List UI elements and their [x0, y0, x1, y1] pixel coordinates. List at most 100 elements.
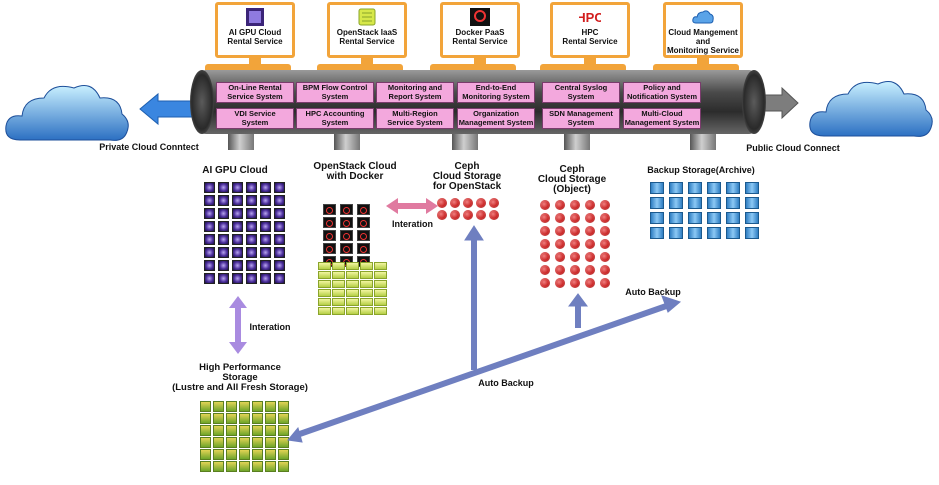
- ceph-disk-icon: [555, 265, 565, 275]
- lustre-storage-icon: [252, 401, 263, 412]
- ceph-disk-icon: [540, 200, 550, 210]
- gpu-node-icon: [260, 195, 271, 206]
- ceph-disk-icon: [570, 278, 580, 288]
- lustre-storage-icon: [213, 437, 224, 448]
- openstack-node-icon: [374, 271, 387, 279]
- openstack-node-icon: [360, 271, 373, 279]
- openstack-node-icon: [360, 289, 373, 297]
- ceph-disk-icon: [585, 278, 595, 288]
- service-stand: [361, 58, 373, 66]
- gpu-node-icon: [218, 208, 229, 219]
- docker-node-icon: [323, 204, 336, 215]
- ceph-disk-icon: [600, 239, 610, 249]
- gpu-node-icon: [232, 234, 243, 245]
- backup-server-icon: [688, 182, 702, 194]
- svg-text:HPC: HPC: [579, 10, 601, 25]
- service-card-1: AI GPU Cloud Rental Service: [215, 2, 295, 58]
- backup-server-icon: [745, 227, 759, 239]
- openstack-node-icon: [332, 298, 345, 306]
- pipeline-left-cap: [190, 70, 214, 134]
- backup-server-icon: [669, 182, 683, 194]
- service-bar: [317, 64, 403, 74]
- ceph-disk-icon: [585, 252, 595, 262]
- backup-server-icon: [669, 227, 683, 239]
- system-box: Monitoring and Report System: [376, 82, 454, 103]
- lustre-storage-icon: [239, 401, 250, 412]
- ceph-disk-icon: [600, 252, 610, 262]
- gpu-node-icon: [246, 260, 257, 271]
- system-box: Policy and Notification System: [623, 82, 701, 103]
- backup-server-icon: [707, 227, 721, 239]
- service-stand: [697, 58, 709, 66]
- gpu-node-icon: [232, 260, 243, 271]
- lustre-storage-icon: [200, 449, 211, 460]
- gpu-node-icon: [260, 247, 271, 258]
- gpu-node-icon: [274, 260, 285, 271]
- system-box: Multi-Region Service System: [376, 108, 454, 129]
- pipeline-leg: [452, 134, 478, 150]
- gpu-node-icon: [232, 208, 243, 219]
- ceph-disk-icon: [585, 200, 595, 210]
- lustre-storage-icon: [226, 461, 237, 472]
- ceph-disk-icon: [555, 239, 565, 249]
- openstack-node-icon: [346, 298, 359, 306]
- backup-server-icon: [688, 227, 702, 239]
- openstack-node-icon: [318, 271, 331, 279]
- hps-storage-grid: [200, 401, 290, 472]
- backup-server-icon: [650, 212, 664, 224]
- openstack-node-icon: [374, 289, 387, 297]
- docker-node-icon: [357, 243, 370, 254]
- docker-node-icon: [357, 217, 370, 228]
- service-stand: [249, 58, 261, 66]
- hps-title: High Performance Storage (Lustre and All…: [172, 362, 308, 393]
- ceph-disk-icon: [555, 200, 565, 210]
- openstack-node-icon: [360, 298, 373, 306]
- openstack-node-grid: [318, 262, 387, 315]
- ceph-disk-icon: [570, 226, 580, 236]
- lustre-storage-icon: [200, 425, 211, 436]
- ai-gpu-grid: [204, 182, 286, 284]
- lustre-storage-icon: [239, 413, 250, 424]
- lustre-storage-icon: [265, 437, 276, 448]
- pipeline-leg: [334, 134, 360, 150]
- gpu-node-icon: [274, 208, 285, 219]
- docker-node-icon: [340, 204, 353, 215]
- system-box: End-to-End Monitoring System: [457, 82, 535, 103]
- public-cloud-icon: [809, 81, 933, 137]
- ceph-disk-icon: [585, 239, 595, 249]
- ceph-disk-icon: [570, 200, 580, 210]
- docker-node-icon: [340, 230, 353, 241]
- system-box: Central Syslog System: [542, 82, 620, 103]
- openstack-node-icon: [318, 307, 331, 315]
- openstack-node-icon: [332, 262, 345, 270]
- ceph-object-grid: [540, 200, 612, 288]
- gpu-node-icon: [218, 182, 229, 193]
- backup-server-icon: [707, 182, 721, 194]
- openstack-node-icon: [346, 280, 359, 288]
- ceph-disk-icon: [570, 265, 580, 275]
- lustre-storage-icon: [265, 449, 276, 460]
- interation-label-2: Interation: [391, 219, 433, 229]
- ceph-disk-icon: [540, 226, 550, 236]
- lustre-storage-icon: [239, 425, 250, 436]
- docker-node-icon: [340, 243, 353, 254]
- ceph-disk-icon: [585, 265, 595, 275]
- lustre-storage-icon: [278, 425, 289, 436]
- lustre-storage-icon: [278, 401, 289, 412]
- service-label: AI GPU Cloud Rental Service: [227, 28, 283, 46]
- lustre-storage-icon: [200, 413, 211, 424]
- backup-storage-grid: [650, 182, 762, 239]
- openstack-node-icon: [332, 307, 345, 315]
- interation-label-1: Interation: [249, 322, 291, 332]
- ceph-disk-icon: [585, 226, 595, 236]
- gpu-node-icon: [204, 260, 215, 271]
- openstack-docker-grid: [323, 204, 372, 267]
- ceph-disk-icon: [489, 210, 499, 220]
- backup-server-icon: [726, 212, 740, 224]
- lustre-storage-icon: [278, 449, 289, 460]
- gpu-node-icon: [218, 195, 229, 206]
- gpu-node-icon: [218, 221, 229, 232]
- backup-server-icon: [745, 212, 759, 224]
- openstack-node-icon: [346, 271, 359, 279]
